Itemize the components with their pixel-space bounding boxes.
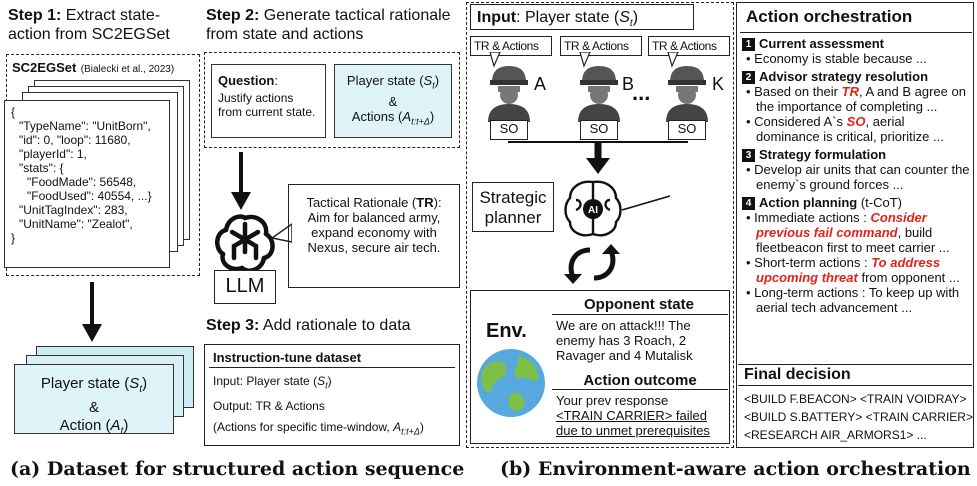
advisor-label: K bbox=[712, 74, 725, 94]
soldier-icon bbox=[578, 66, 620, 122]
so-box: SO bbox=[490, 120, 528, 140]
cycle-arrows-icon bbox=[564, 244, 620, 284]
soldier-icon bbox=[666, 66, 708, 122]
advisor-bubble: TR & Actions bbox=[470, 36, 552, 56]
state-actions-card: Player state (St) & Actions (At:t+Δ) bbox=[334, 64, 452, 138]
step2-heading: Step 2: Generate tactical rationale from… bbox=[206, 7, 451, 43]
globe-icon bbox=[477, 349, 545, 417]
json-line: "FoodUsed": 40554, ...} bbox=[27, 189, 152, 203]
tactical-rationale-box: Tactical Rationale (TR): Aim for balance… bbox=[288, 184, 460, 288]
instruction-dataset-box: Instruction-tune dataset Input: Player s… bbox=[204, 344, 460, 446]
caption-a: (a) Dataset for structured action sequen… bbox=[10, 458, 465, 480]
down-arrow-icon bbox=[82, 282, 102, 342]
final-decision-actions: <BUILD F.BEACON> <TRAIN VOIDRAY> <BUILD … bbox=[744, 392, 973, 442]
so-box: SO bbox=[668, 120, 706, 140]
env-label: Env. bbox=[486, 320, 527, 342]
ai-brain-icon: AI bbox=[564, 180, 622, 237]
llm-knot-icon bbox=[215, 214, 275, 273]
sc2egset-title: SC2EGSet (Bialecki et al., 2023) bbox=[12, 60, 175, 75]
advisor-label: B bbox=[622, 74, 635, 94]
json-line: { bbox=[11, 105, 16, 119]
json-line: "TypeName": "UnitBorn", bbox=[19, 119, 151, 133]
connector-line bbox=[622, 195, 671, 211]
json-line: "FoodMade": 56548, bbox=[27, 175, 137, 189]
action-outcome-text: Your prev response <TRAIN CARRIER> faile… bbox=[556, 393, 710, 438]
soldier-icon bbox=[488, 66, 530, 122]
caption-b: (b) Environment-aware action orchestrati… bbox=[500, 458, 971, 480]
ai-label: AI bbox=[588, 205, 598, 216]
json-line: "stats": { bbox=[19, 161, 64, 175]
advisor-bubble: TR & Actions bbox=[560, 36, 642, 56]
step3-heading: Step 3: Add rationale to data bbox=[206, 317, 411, 334]
panel-b-outer bbox=[466, 2, 734, 448]
so-box: SO bbox=[580, 120, 618, 140]
json-line: "playerId": 1, bbox=[19, 147, 87, 161]
advisor-bubble: TR & Actions bbox=[648, 36, 730, 56]
llm-label: LLM bbox=[214, 270, 276, 304]
question-card: Question: Justify actions from current s… bbox=[211, 64, 326, 138]
merge-arrow-icon bbox=[508, 141, 688, 174]
environment-box bbox=[470, 290, 730, 444]
json-line: "UnitTagIndex": 283, bbox=[19, 203, 128, 217]
final-decision-title: Final decision bbox=[744, 366, 851, 383]
json-line: "id": 0, "loop": 11680, bbox=[19, 133, 131, 147]
step2-input-box bbox=[204, 52, 460, 148]
divider bbox=[552, 314, 728, 316]
opponent-state-title: Opponent state bbox=[583, 296, 694, 313]
json-line: "UnitName": "Zealot", bbox=[19, 217, 133, 231]
ellipsis: ... bbox=[632, 80, 651, 105]
player-state-action-card: Player state (St) & Action (At) bbox=[14, 364, 174, 437]
json-line: } bbox=[11, 231, 16, 245]
down-arrow-icon bbox=[231, 152, 251, 210]
action-orchestration-box bbox=[736, 2, 974, 448]
json-document: { "TypeName": "UnitBorn", "id": 0, "loop… bbox=[4, 100, 170, 268]
action-outcome-title: Action outcome bbox=[583, 372, 697, 389]
opponent-state-text: We are on attack!!! The enemy has 3 Roac… bbox=[556, 318, 693, 363]
strategic-planner-label: Strategic planner bbox=[472, 182, 554, 232]
divider bbox=[738, 385, 972, 387]
bubble-tails bbox=[489, 52, 679, 68]
divider bbox=[738, 364, 972, 366]
divider bbox=[552, 389, 728, 391]
step1-heading: Step 1: Extract state-action from SC2EGS… bbox=[8, 7, 170, 43]
advisor-label: A bbox=[534, 74, 547, 94]
input-box: Input: Player state (St) bbox=[470, 4, 694, 30]
callout-pointer bbox=[270, 223, 292, 243]
